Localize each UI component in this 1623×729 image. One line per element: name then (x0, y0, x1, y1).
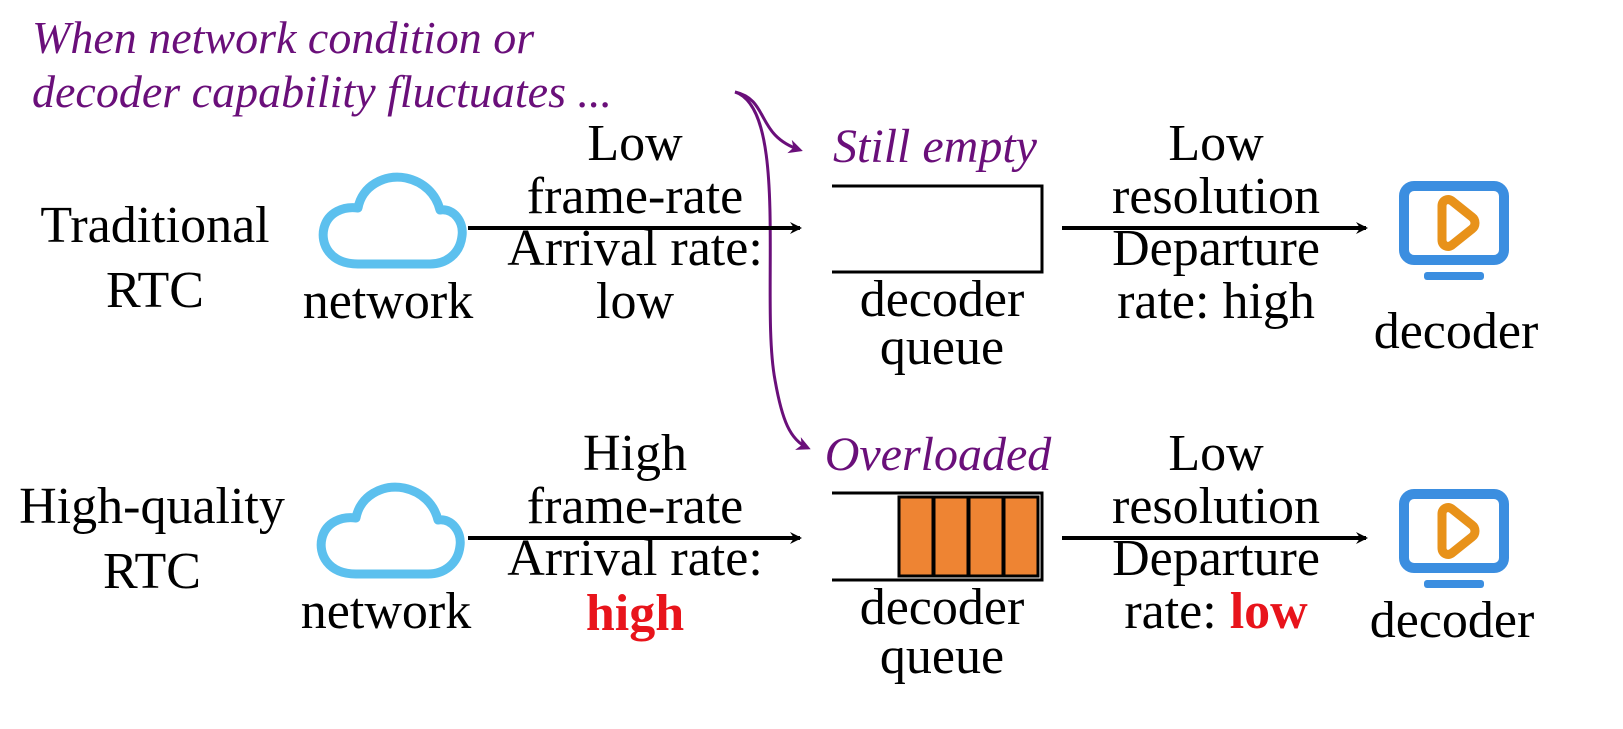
queued-frame (967, 495, 1005, 578)
cloud-icon (316, 482, 465, 579)
row-label: RTC (106, 262, 204, 319)
decoder-label: decoder (1370, 592, 1535, 649)
network-label: network (303, 273, 473, 330)
output-label: resolution (1112, 478, 1320, 535)
annotation-line-1: When network condition or (32, 12, 535, 63)
row-label: RTC (103, 543, 201, 600)
queue-status: Overloaded (825, 428, 1053, 481)
departure-rate-label: Departure (1112, 530, 1320, 587)
arrival-rate-label: Arrival rate: (507, 530, 763, 587)
departure-rate-prefix: rate: (1124, 583, 1216, 640)
output-label: Low (1168, 115, 1264, 172)
queued-frame (1002, 495, 1040, 578)
queued-frame (897, 495, 935, 578)
monitor-play-icon (1399, 181, 1509, 280)
annotation-arrow-to-bottom (734, 90, 811, 450)
departure-rate-value: high (1222, 273, 1314, 330)
annotation-line-2: decoder capability fluctuates ... (32, 66, 612, 117)
input-label: frame-rate (527, 168, 743, 225)
monitor-play-icon (1399, 489, 1509, 588)
queue-status: Still empty (833, 120, 1038, 173)
departure-rate-line: rate: low (1124, 583, 1308, 640)
row-label: High-quality (19, 478, 285, 535)
arrival-rate-value: high (586, 585, 684, 642)
output-label: resolution (1112, 168, 1320, 225)
queue-frames (897, 495, 1040, 578)
input-label: frame-rate (527, 478, 743, 535)
departure-rate-value: low (1230, 583, 1308, 640)
annotation: When network condition or decoder capabi… (32, 12, 612, 117)
annotation-arrow-to-top (734, 90, 803, 154)
row-label: Traditional (40, 197, 269, 254)
row-traditional: Traditional RTC network Low frame-rate A… (40, 115, 1538, 376)
row-high-quality: High-quality RTC network High frame-rate… (19, 425, 1534, 685)
arrival-rate-value: low (596, 273, 674, 330)
input-label: High (583, 425, 687, 482)
queued-frame (932, 495, 970, 578)
departure-rate-prefix: rate: (1117, 273, 1209, 330)
arrival-rate-label: Arrival rate: (507, 220, 763, 277)
departure-rate-line: rate: high (1117, 273, 1315, 330)
decoder-queue (832, 184, 1044, 274)
input-label: Low (587, 115, 683, 172)
queue-label: decoder (860, 579, 1025, 636)
decoder-queue (832, 491, 1044, 582)
queue-label: queue (880, 319, 1004, 376)
queue-label: queue (880, 628, 1004, 685)
departure-rate-label: Departure (1112, 220, 1320, 277)
network-label: network (301, 583, 471, 640)
queue-label: decoder (860, 271, 1025, 328)
output-label: Low (1168, 425, 1264, 482)
decoder-label: decoder (1374, 303, 1539, 360)
cloud-icon (318, 172, 467, 269)
